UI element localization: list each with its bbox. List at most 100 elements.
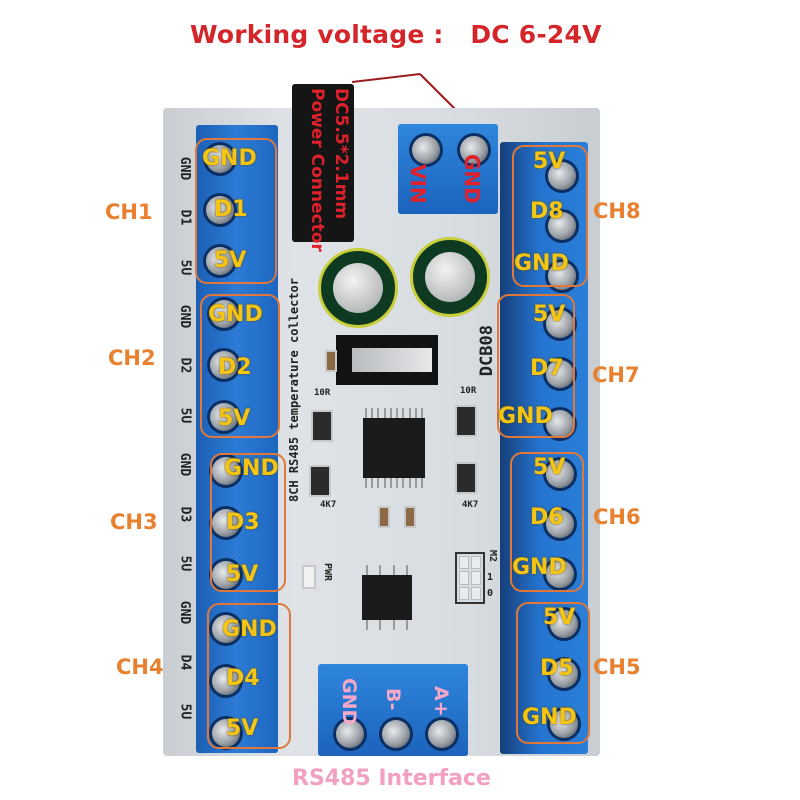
channel-group-ch8 xyxy=(512,145,588,287)
ic-pins-top xyxy=(366,565,408,575)
dc-jack-name-text: Power Connector xyxy=(306,88,328,308)
model-silkscreen: DCB08 xyxy=(477,325,497,415)
pin-label: GND xyxy=(224,456,279,481)
smd-capacitor xyxy=(404,506,416,528)
working-voltage-label: Working voltage : xyxy=(190,20,444,49)
rs485-a-label: A+ xyxy=(430,686,452,717)
screw-icon xyxy=(548,162,576,190)
jumper-label: 1 xyxy=(487,572,494,583)
model-text: DCB08 xyxy=(477,325,497,377)
resistor-array xyxy=(455,462,477,494)
pin-label: GND xyxy=(498,404,553,429)
pin-label: GND xyxy=(208,302,263,327)
dc-jack-spec-text: DC5.5*2.1mm xyxy=(330,88,352,288)
pin-label: D8 xyxy=(530,199,564,224)
pin-label: 5V xyxy=(226,716,259,741)
channel-label-ch7: CH7 xyxy=(592,363,640,387)
screw-icon xyxy=(212,615,240,643)
jumper-label: 0 xyxy=(487,588,494,599)
silk-label: 5U xyxy=(177,407,193,424)
pin-label: 5V xyxy=(533,455,566,480)
pin-label: D2 xyxy=(218,355,252,380)
jumper-label: M2 xyxy=(487,550,498,563)
resistor-array xyxy=(455,405,477,437)
main-ic-chip xyxy=(363,418,425,478)
ic-pins-bottom xyxy=(365,478,423,488)
electrolytic-capacitor-1 xyxy=(318,248,398,328)
channel-group-ch4 xyxy=(207,603,291,749)
silk-label: 5U xyxy=(177,703,193,720)
screw-icon xyxy=(546,460,574,488)
screw-icon xyxy=(212,667,240,695)
screw-icon xyxy=(550,610,578,638)
screw-icon xyxy=(546,510,574,538)
resistor-label: 10R xyxy=(314,388,331,398)
pin-label: D4 xyxy=(226,666,260,691)
electrolytic-capacitor-2 xyxy=(410,237,490,317)
pin-label: D6 xyxy=(530,505,564,530)
silk-label: GND xyxy=(177,304,193,329)
vin-pin-label: VIN xyxy=(406,164,430,204)
working-voltage-value: DC 6-24V xyxy=(470,20,602,49)
rs485-interface-label: RS485 Interface xyxy=(292,766,491,791)
working-voltage-title: Working voltage : DC 6-24V xyxy=(190,20,602,49)
silk-label: GND xyxy=(177,452,193,477)
silk-label: 5U xyxy=(177,555,193,572)
screw-icon xyxy=(210,403,238,431)
screw-icon xyxy=(550,660,578,688)
pin-label: GND xyxy=(222,617,277,642)
pin-label: 5V xyxy=(533,302,566,327)
silk-label: D1 xyxy=(177,210,193,226)
channel-group-ch7 xyxy=(497,294,575,438)
dc-jack-spec-line1: DC5.5*2.1mm xyxy=(331,88,351,220)
pin-label: 5V xyxy=(533,149,566,174)
screw-icon xyxy=(382,720,410,748)
dc-power-jack xyxy=(292,84,354,242)
screw-icon xyxy=(546,560,574,588)
silk-label: GND xyxy=(177,600,193,625)
channel-label-ch5: CH5 xyxy=(593,655,641,679)
channel-group-ch6 xyxy=(510,452,584,592)
pin-label: D7 xyxy=(530,356,564,381)
screw-icon xyxy=(210,351,238,379)
power-input-terminal: VIN GND xyxy=(398,124,498,214)
gnd-pin-label: GND xyxy=(460,154,484,204)
left-terminal-block xyxy=(196,125,278,753)
channel-group-ch2 xyxy=(200,294,280,438)
channel-group-ch1 xyxy=(195,138,277,284)
board-name-silkscreen: 8CH RS485 temperature collector xyxy=(287,278,301,578)
channel-label-ch2: CH2 xyxy=(108,346,156,370)
rs485-terminal-block: GND B- A+ xyxy=(318,664,468,756)
address-jumper-block[interactable] xyxy=(455,552,485,604)
silk-label: GND xyxy=(177,156,193,181)
screw-icon xyxy=(548,212,576,240)
dc-jack-spec-line2: Power Connector xyxy=(307,88,327,252)
channel-group-ch3 xyxy=(210,453,286,592)
pin-label: GND xyxy=(522,705,577,730)
channel-label-ch6: CH6 xyxy=(593,505,641,529)
channel-label-ch8: CH8 xyxy=(593,199,641,223)
resistor-array xyxy=(309,465,331,497)
resistor-label: 4K7 xyxy=(462,500,479,510)
channel-label-ch4: CH4 xyxy=(116,655,164,679)
screw-icon xyxy=(212,509,240,537)
resistor-label: 4K7 xyxy=(320,500,337,510)
screw-icon xyxy=(546,360,574,388)
pin-label: D5 xyxy=(540,656,574,681)
silk-label: D3 xyxy=(177,506,193,522)
screw-icon xyxy=(550,710,578,738)
channel-label-ch3: CH3 xyxy=(110,510,158,534)
silk-label: D2 xyxy=(177,358,193,374)
board-name-text: 8CH RS485 temperature collector xyxy=(287,278,301,502)
screw-icon xyxy=(412,136,440,164)
pin-label: 5V xyxy=(226,562,259,587)
pin-label: 5V xyxy=(214,248,247,273)
screw-icon xyxy=(460,136,488,164)
right-terminal-block xyxy=(500,142,588,754)
screw-icon xyxy=(428,720,456,748)
rs485-gnd-label: GND xyxy=(338,678,360,726)
smd-capacitor xyxy=(325,350,337,372)
rs485-transceiver-chip xyxy=(362,575,412,620)
channel-label-ch1: CH1 xyxy=(105,200,153,224)
screw-icon xyxy=(210,300,238,328)
